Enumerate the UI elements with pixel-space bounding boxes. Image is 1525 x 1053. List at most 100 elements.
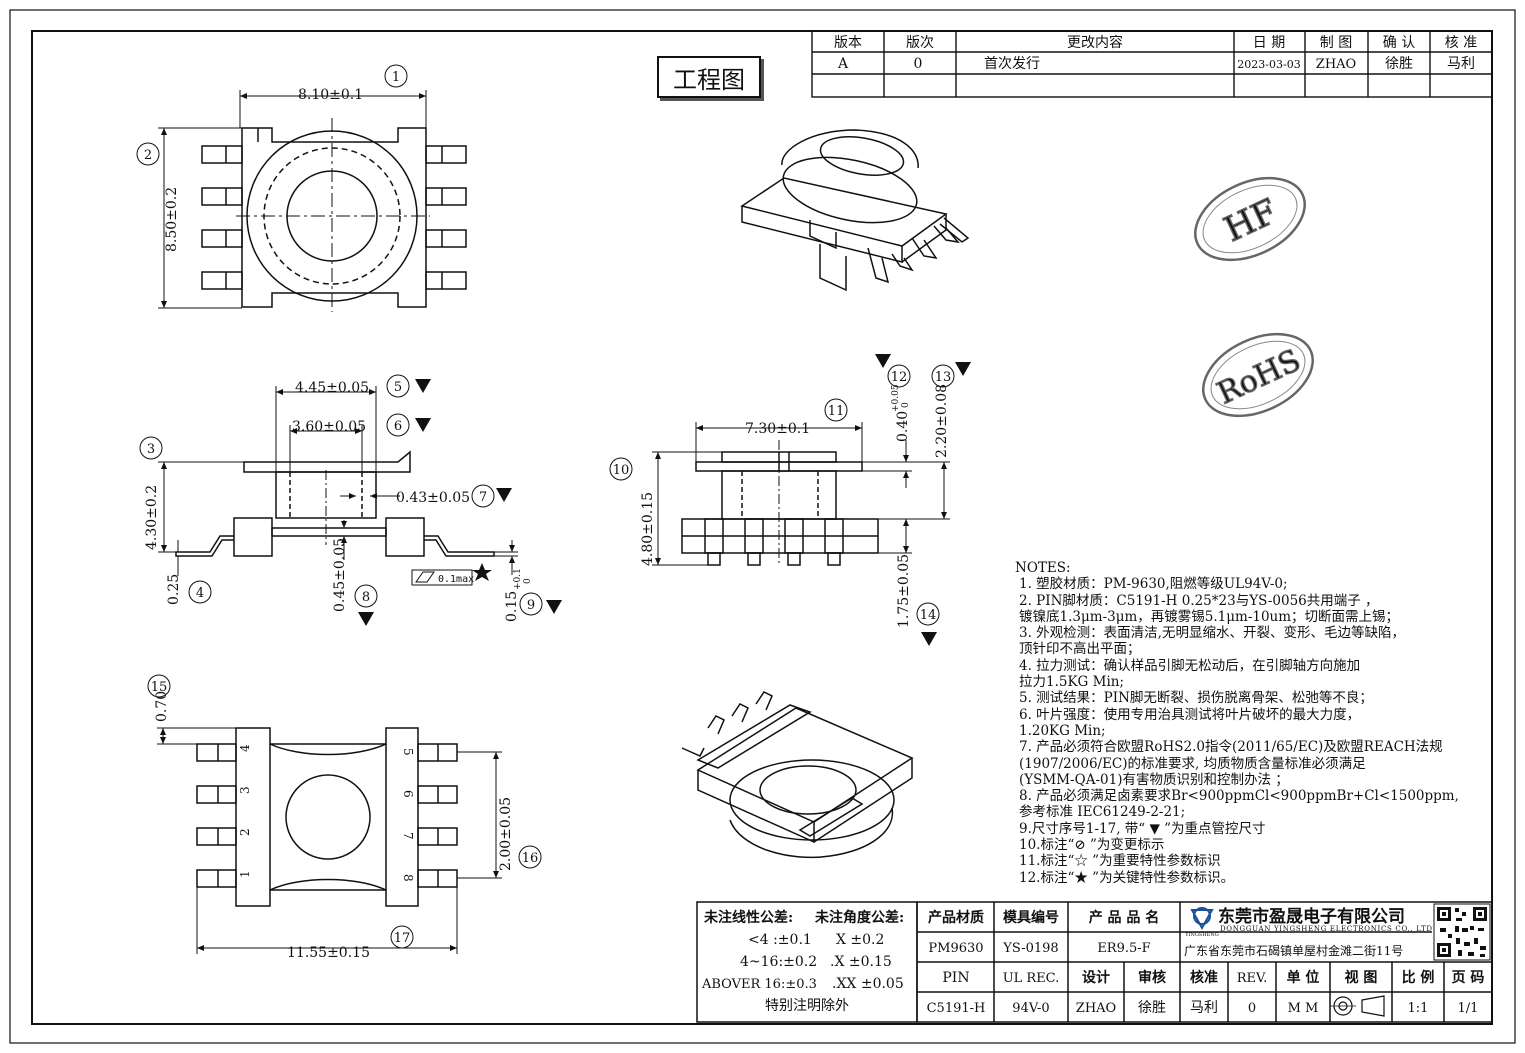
note-line: 6. 叶片强度：使用专用治具测试将叶片破坏的最大力度， bbox=[1019, 706, 1361, 723]
side-view-dims bbox=[652, 422, 950, 566]
tb-value-review: 徐胜 bbox=[1138, 1000, 1166, 1016]
tol-row-2-linear: 4~16:±0.2 bbox=[740, 954, 817, 970]
title-block bbox=[916, 901, 1493, 1023]
company-address: 广东省东莞市石碣镇单屋村金滩二街11号 bbox=[1184, 943, 1403, 958]
key-dimension-markers bbox=[358, 354, 971, 646]
rev-value-content: 首次发行 bbox=[984, 56, 1040, 72]
company-name-cn: 东莞市盈晟电子有限公司 bbox=[1218, 906, 1405, 927]
tol-row-3-angle: .XX ±0.05 bbox=[832, 976, 904, 992]
balloon-5: 5 bbox=[394, 380, 402, 395]
outer-frame bbox=[9, 9, 1516, 1044]
logo-text: YINGSHENG bbox=[1184, 932, 1218, 938]
balloon-7: 7 bbox=[479, 490, 487, 505]
dim-12-tol-lower: 0 bbox=[901, 402, 911, 408]
dim-2: 8.50±0.2 bbox=[164, 187, 180, 252]
tol-heading-linear: 未注线性公差: bbox=[704, 909, 793, 926]
rev-value-edition: 0 bbox=[914, 56, 923, 72]
tb-label-product-name: 产 品 品 名 bbox=[1089, 909, 1160, 926]
rev-value-drawn: ZHAO bbox=[1316, 57, 1356, 72]
pin-number: 4 bbox=[238, 744, 252, 752]
balloon-2: 2 bbox=[144, 148, 152, 163]
note-line: 4. 拉力测试：确认样品引脚无松动后，在引脚轴方向施加 bbox=[1019, 657, 1361, 674]
note-line: 2. PIN脚材质：C5191-H 0.25*23与YS-0056共用端子 ， bbox=[1019, 592, 1379, 609]
tb-label-pin: PIN bbox=[942, 970, 969, 986]
dim-4: 0.25 bbox=[166, 574, 182, 605]
rev-header-edition: 版次 bbox=[906, 35, 934, 51]
rev-value-confirm: 徐胜 bbox=[1385, 56, 1413, 72]
tol-footer: 特别注明除外 bbox=[765, 998, 849, 1014]
company-name-en: DONGGUAN YINGSHENG ELECTRONICS CO., LTD bbox=[1220, 925, 1432, 933]
balloon-14: 14 bbox=[920, 608, 937, 623]
balloon-10: 10 bbox=[613, 463, 630, 478]
tb-label-review: 审核 bbox=[1138, 969, 1166, 986]
tb-label-material: 产品材质 bbox=[928, 909, 984, 926]
balloon-12: 12 bbox=[891, 370, 908, 385]
tb-value-product-name: ER9.5-F bbox=[1097, 941, 1150, 956]
company-logo-icon: YINGSHENG bbox=[1184, 907, 1219, 938]
balloons: 1 2 3 4 5 6 7 8 9 10 11 12 13 14 15 16 1… bbox=[136, 64, 955, 949]
inner-frame bbox=[31, 30, 1493, 1025]
dim-9-base: 0.15 bbox=[504, 591, 520, 622]
flatness-value: 0.1max bbox=[438, 574, 474, 585]
tb-label-mold: 模具编号 bbox=[1003, 909, 1059, 926]
balloon-8: 8 bbox=[362, 590, 370, 605]
tol-row-1-linear: <4 :±0.1 bbox=[748, 932, 812, 948]
note-line: (YSMM-QA-01)有害物质识别和控制办法 ； bbox=[1019, 771, 1289, 788]
balloon-13: 13 bbox=[935, 370, 952, 385]
balloon-15: 15 bbox=[151, 680, 168, 695]
notes-heading: NOTES: bbox=[1015, 560, 1071, 576]
pin-number: 1 bbox=[238, 870, 252, 878]
note-line: 7. 产品必须符合欧盟RoHS2.0指令(2011/65/EC)及欧盟REACH… bbox=[1019, 739, 1443, 756]
note-line: 12.标注“★ ”为关键特性参数标识。 bbox=[1019, 869, 1235, 886]
balloon-9: 9 bbox=[527, 598, 535, 613]
hf-stamp: HF bbox=[1194, 176, 1306, 262]
tb-value-pin: C5191-H bbox=[927, 1001, 986, 1016]
pin-number: 2 bbox=[238, 828, 252, 836]
dim-12-base: 0.40 bbox=[895, 411, 911, 442]
dim-9-tol-upper: +0.1 bbox=[513, 568, 523, 590]
tb-value-design: ZHAO bbox=[1076, 1001, 1116, 1016]
tb-label-unit: 单 位 bbox=[1287, 969, 1320, 986]
rev-value-version: A bbox=[837, 56, 849, 72]
tb-value-rev: 0 bbox=[1248, 1001, 1256, 1016]
dim-10: 4.80±0.15 bbox=[640, 492, 656, 566]
note-line: 1. 塑胶材质：PM-9630,阻燃等级UL94V-0; bbox=[1019, 576, 1288, 593]
rev-value-date: 2023-03-03 bbox=[1237, 58, 1300, 71]
flatness-symbol: 0.1max bbox=[411, 569, 474, 586]
note-line: 5. 测试结果：PIN脚无断裂、损伤脱离骨架、松弛等不良； bbox=[1019, 690, 1373, 707]
balloon-4: 4 bbox=[196, 586, 204, 601]
rev-header-date: 日 期 bbox=[1253, 35, 1285, 51]
balloon-3: 3 bbox=[147, 442, 155, 457]
dim-15: 0.70 bbox=[154, 691, 170, 722]
note-line: 参考标准 IEC61249-2-21; bbox=[1019, 804, 1186, 821]
note-line: 顶针印不高出平面； bbox=[1019, 641, 1141, 658]
rev-header-confirm: 确 认 bbox=[1383, 35, 1415, 51]
drawing-title: 工程图 bbox=[657, 56, 761, 98]
rev-header-approve: 核 准 bbox=[1445, 35, 1477, 51]
dim-5: 4.45±0.05 bbox=[295, 380, 369, 396]
note-line: 镀镍底1.3μm-3μm，再镀雾锡5.1μm-10um；切断面需上锡； bbox=[1019, 608, 1400, 625]
balloon-1: 1 bbox=[392, 70, 400, 85]
tol-row-1-angle: X ±0.2 bbox=[836, 932, 884, 948]
front-view-dims bbox=[158, 386, 518, 576]
dim-11: 7.30±0.1 bbox=[745, 421, 810, 437]
dim-14: 1.75±0.05 bbox=[896, 554, 912, 628]
isometric-view-top bbox=[740, 129, 970, 292]
tb-label-design: 设计 bbox=[1082, 969, 1110, 986]
note-line: 8. 产品必须满足卤素要求Br<900ppmCl<900ppmBr+Cl<150… bbox=[1019, 788, 1459, 805]
revision-table bbox=[811, 30, 1493, 98]
balloon-6: 6 bbox=[394, 419, 402, 434]
top-view bbox=[201, 118, 467, 312]
note-line: 9.尺寸序号1-17, 带“ ▼ ”为重点管控尺寸 bbox=[1019, 820, 1266, 837]
bottom-view-dims bbox=[157, 727, 502, 954]
projection-symbol-icon bbox=[1330, 995, 1385, 1017]
dim-12-tol-upper: +0.05 bbox=[891, 384, 901, 412]
pin-number: 3 bbox=[238, 786, 252, 794]
dim-1: 8.10±0.1 bbox=[298, 87, 363, 103]
tb-label-rev: REV. bbox=[1237, 971, 1268, 986]
tb-value-mold: YS-0198 bbox=[1002, 941, 1058, 956]
rohs-stamp: RoHS bbox=[1202, 332, 1314, 418]
dim-17: 11.55±0.15 bbox=[287, 945, 370, 961]
hf-stamp-text: HF bbox=[1218, 191, 1283, 250]
